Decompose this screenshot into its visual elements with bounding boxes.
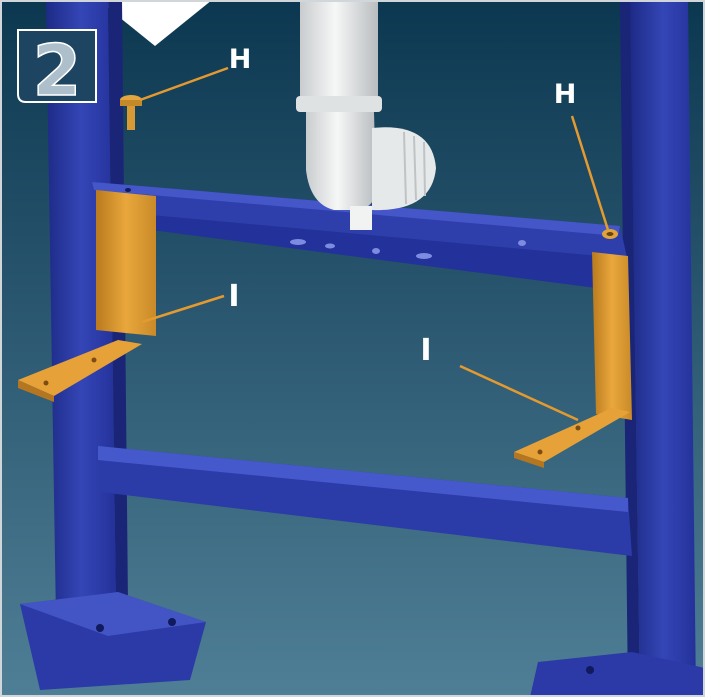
step-badge: 2 (17, 29, 97, 113)
leader-h-left (139, 66, 229, 102)
crossbar-slot (372, 248, 380, 254)
screw-right (602, 229, 618, 239)
lower-crossbar (98, 446, 632, 556)
leader-i-left (141, 294, 225, 324)
bracket-left (18, 190, 156, 402)
pipe-socket (372, 127, 436, 211)
bracket-left-arm-edge (18, 380, 54, 402)
crossbar-slot (290, 239, 306, 245)
label-h-left: H (229, 44, 252, 75)
pipe-collar (296, 96, 382, 112)
right-foot (530, 652, 705, 697)
bracket-left-arm (18, 340, 142, 396)
crossbar-slot (325, 243, 335, 249)
upper-crossbar-inner (136, 214, 600, 288)
left-post (46, 0, 116, 620)
screw-left-head-side (120, 100, 142, 106)
screw-left (120, 95, 142, 130)
screw-left-shank (127, 106, 135, 130)
bracket-right-hole (575, 425, 581, 431)
bracket-right-arm (514, 408, 630, 462)
right-foot-hole (586, 666, 594, 674)
lower-crossbar-top (98, 446, 628, 512)
bracket-left-hole (91, 357, 97, 363)
pipe-ridge (413, 135, 417, 201)
leader-i-right (459, 364, 579, 422)
bracket-left-plate (96, 190, 156, 336)
pipe-upper (300, 0, 378, 110)
crossbar-slot (125, 188, 131, 192)
pipe-elbow (306, 112, 376, 210)
installation-frame (20, 0, 705, 697)
drain-pipe (296, 0, 436, 230)
step-number: 2 (33, 30, 82, 112)
bracket-right (514, 252, 632, 468)
leader-lines (139, 66, 610, 422)
screw-right-hole (606, 232, 614, 236)
step-badge-box (17, 29, 97, 103)
pipe-ridge (423, 141, 426, 197)
right-post (630, 0, 696, 697)
left-foot-hole (168, 618, 176, 626)
label-i-left: I (228, 279, 239, 314)
pipe-ridge (403, 131, 407, 205)
crossbar-slot (416, 253, 432, 259)
label-i-right: I (420, 333, 431, 368)
left-foot-hole (96, 624, 104, 632)
pipe-outlet (350, 206, 372, 230)
bracket-right-plate (592, 252, 632, 420)
top-notch (98, 0, 212, 46)
left-foot-top (20, 592, 206, 636)
leader-h-right (570, 115, 610, 231)
bracket-left-hole (43, 380, 49, 386)
bracket-right-hole (537, 449, 543, 455)
bracket-right-arm-edge (514, 452, 544, 468)
crossbar-slot (518, 240, 526, 246)
label-h-right: H (554, 79, 577, 110)
